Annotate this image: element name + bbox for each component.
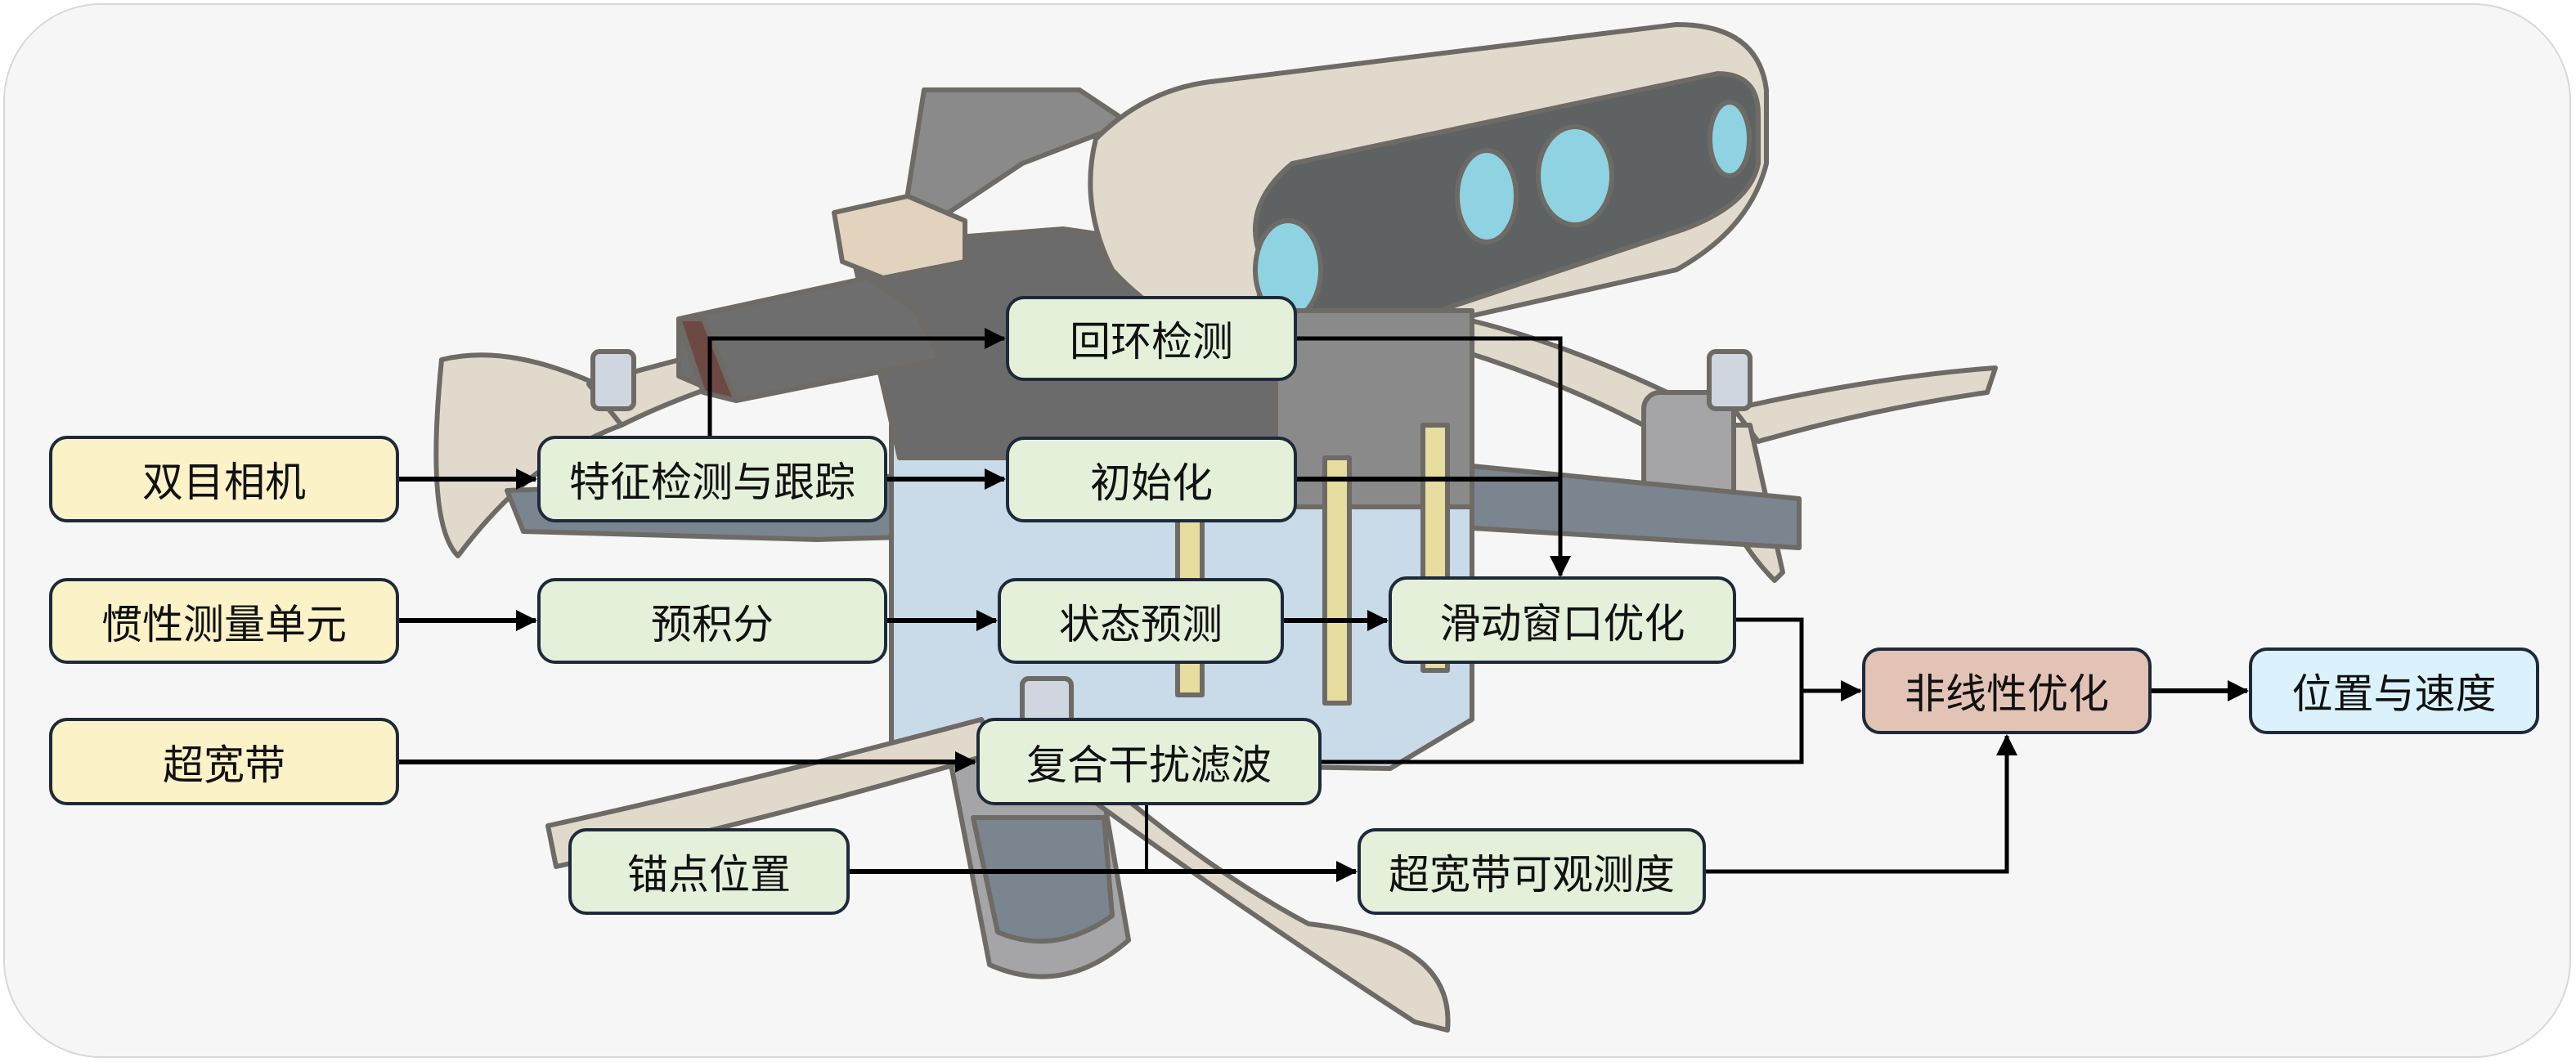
node-label: 特征检测与跟踪: [569, 459, 855, 506]
node-imu: 惯性测量单元: [49, 578, 399, 664]
node-nonlinear-optimization: 非线性优化: [1862, 648, 2152, 734]
camera-lens-2: [1455, 148, 1519, 244]
node-preintegration: 预积分: [537, 578, 887, 664]
node-label: 滑动窗口优化: [1439, 599, 1685, 648]
node-position-velocity: 位置与速度: [2249, 648, 2539, 734]
node-label: 复合干扰滤波: [1026, 741, 1272, 789]
camera-lens-3: [1536, 124, 1614, 227]
node-label: 预积分: [651, 600, 774, 648]
edge-sliding-to-nonlinear: [1736, 617, 1804, 691]
node-label: 惯性测量单元: [101, 600, 347, 648]
node-state-prediction: 状态预测: [998, 578, 1284, 664]
camera-lens-4: [1708, 100, 1752, 178]
node-loop-closure: 回环检测: [1006, 296, 1297, 381]
motor-nut-left: [590, 349, 636, 411]
node-label: 超宽带可观测度: [1389, 851, 1675, 898]
node-initialization: 初始化: [1006, 437, 1297, 522]
propeller-blade-right-2: [1731, 365, 1998, 444]
edge-feature-to-loop: [707, 328, 1006, 436]
node-uwb: 超宽带: [49, 718, 399, 805]
node-label: 双目相机: [142, 459, 306, 506]
node-label: 回环检测: [1070, 318, 1233, 365]
node-label: 超宽带: [163, 741, 285, 789]
node-label: 非线性优化: [1905, 670, 2109, 718]
propeller-blade-bottom: [1052, 733, 1451, 1033]
sensor-box: [832, 194, 967, 280]
motor-nut-right: [1707, 349, 1752, 411]
edge-uwbobs-to-nonlinear: [1706, 734, 2017, 874]
node-label: 锚点位置: [627, 851, 791, 898]
edge-loop-to-sliding: [1297, 336, 1571, 577]
node-uwb-observability: 超宽带可观测度: [1358, 828, 1706, 915]
node-label: 位置与速度: [2291, 670, 2497, 718]
node-composite-disturbance-filter: 复合干扰滤波: [976, 718, 1322, 805]
node-sliding-window-optimization: 滑动窗口优化: [1389, 576, 1736, 664]
standoff-2: [1322, 455, 1352, 706]
node-stereo-camera: 双目相机: [49, 436, 399, 522]
node-label: 初始化: [1090, 459, 1213, 507]
edge-filter-to-nonlinear: [1322, 680, 1862, 764]
node-anchor-position: 锚点位置: [568, 828, 850, 915]
node-label: 状态预测: [1059, 600, 1223, 648]
node-feature-tracking: 特征检测与跟踪: [537, 436, 887, 522]
